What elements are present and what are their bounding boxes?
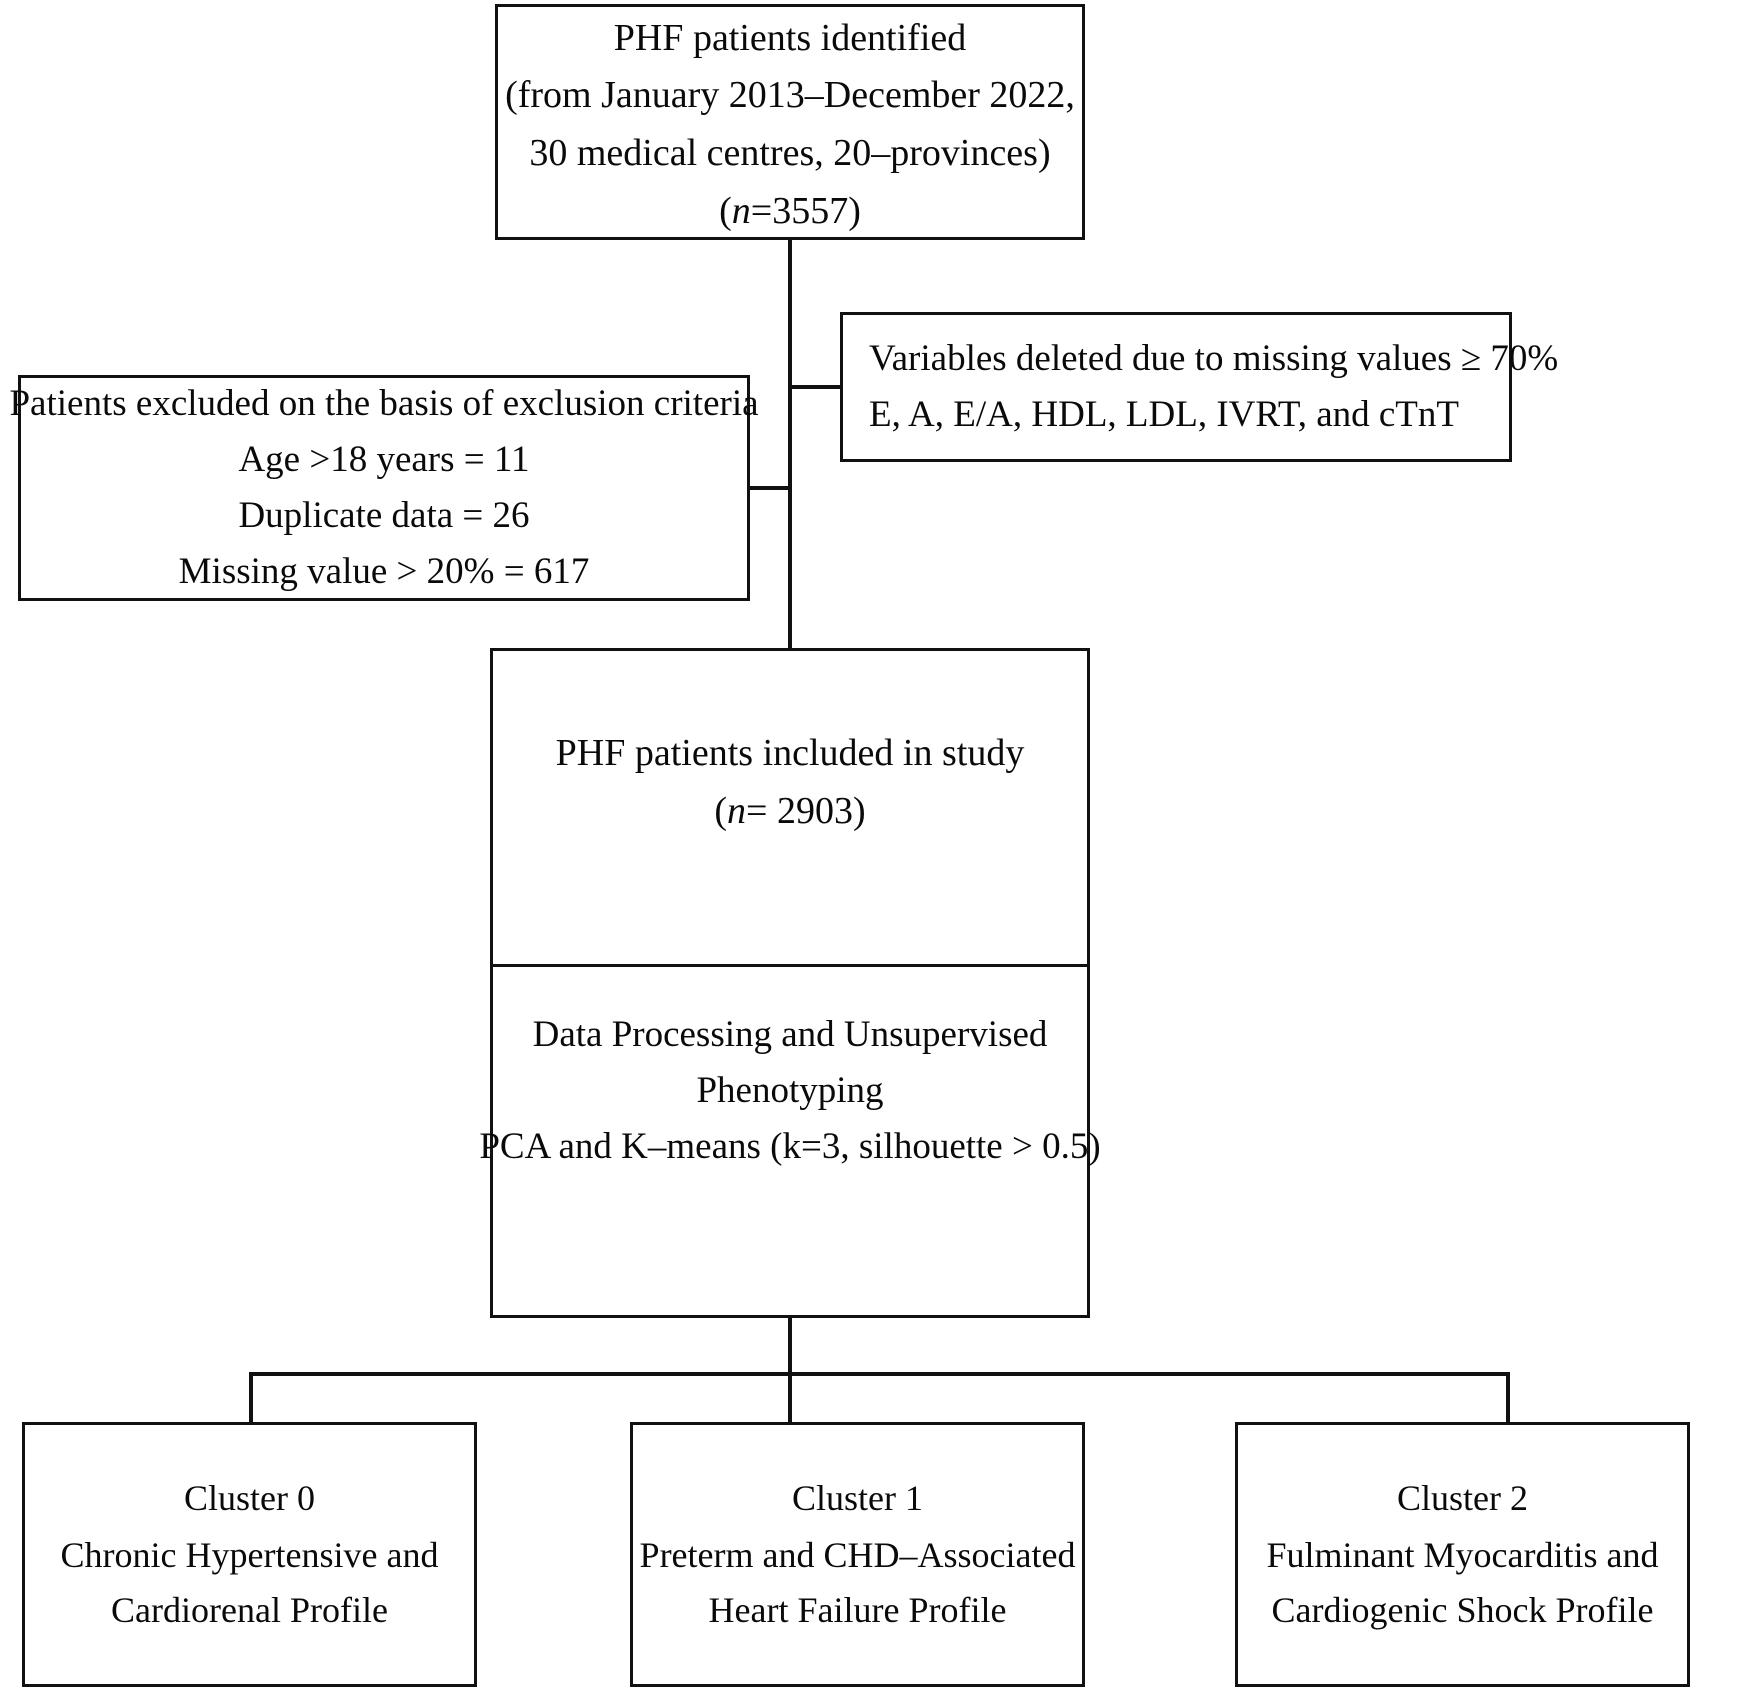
phf-patients-identified-box: PHF patients identified (from January 20… bbox=[495, 4, 1085, 240]
variables-deleted-line-2: E, A, E/A, HDL, LDL, IVRT, and cTnT bbox=[869, 394, 1459, 435]
variables-deleted-line-1: Variables deleted due to missing values … bbox=[869, 337, 1559, 379]
cluster-1-description-line-1: Preterm and CHD–Associated bbox=[639, 1535, 1076, 1576]
identified-line-2: (from January 2013–December 2022, bbox=[505, 74, 1075, 117]
identified-line-1: PHF patients identified bbox=[613, 16, 967, 59]
cluster-2-title: Cluster 2 bbox=[1397, 1478, 1528, 1519]
identified-count: (n=3557) bbox=[719, 189, 861, 232]
included-line-1: PHF patients included in study bbox=[555, 732, 1025, 774]
connector-fan-to-cluster-2 bbox=[1506, 1372, 1510, 1424]
connector-to-excluded bbox=[748, 486, 792, 490]
variables-deleted-box: Variables deleted due to missing values … bbox=[840, 312, 1558, 462]
excluded-criterion-age: Age >18 years = 11 bbox=[238, 438, 530, 480]
included-count: (n= 2903) bbox=[714, 789, 866, 832]
cluster-1-box: Cluster 1 Preterm and CHD–Associated Hea… bbox=[630, 1422, 1085, 1687]
cluster-0-box: Cluster 0 Chronic Hypertensive and Cardi… bbox=[22, 1422, 477, 1687]
cluster-0-title: Cluster 0 bbox=[184, 1478, 315, 1519]
connector-to-variables-deleted bbox=[788, 385, 842, 389]
cluster-1-title: Cluster 1 bbox=[792, 1478, 923, 1519]
cluster-1-description-line-2: Heart Failure Profile bbox=[708, 1589, 1007, 1630]
processing-line-2: Phenotyping bbox=[696, 1070, 884, 1112]
connector-fan-to-cluster-0 bbox=[249, 1372, 253, 1424]
excluded-criterion-duplicate: Duplicate data = 26 bbox=[238, 495, 530, 536]
patients-excluded-box: Patients excluded on the basis of exclus… bbox=[9, 375, 759, 601]
cluster-2-box: Cluster 2 Fulminant Myocarditis and Card… bbox=[1235, 1422, 1690, 1687]
identified-line-3: 30 medical centres, 20–provinces) bbox=[529, 132, 1051, 174]
cluster-0-description-line-2: Cardiorenal Profile bbox=[111, 1589, 388, 1630]
connector-cluster-fan-bar bbox=[249, 1372, 1510, 1376]
cluster-2-description-line-2: Cardiogenic Shock Profile bbox=[1271, 1589, 1654, 1630]
connector-processing-to-clusters bbox=[788, 1316, 792, 1424]
processing-line-3: PCA and K–means (k=3, silhouette > 0.5) bbox=[479, 1126, 1101, 1168]
excluded-criterion-missing: Missing value > 20% = 617 bbox=[178, 551, 590, 593]
cluster-0-description-line-1: Chronic Hypertensive and bbox=[60, 1535, 439, 1576]
cluster-2-description-line-1: Fulminant Myocarditis and bbox=[1266, 1535, 1659, 1576]
data-processing-box: Data Processing and Unsupervised Phenoty… bbox=[479, 964, 1101, 1318]
excluded-heading: Patients excluded on the basis of exclus… bbox=[9, 382, 759, 424]
connector-identified-to-included bbox=[788, 240, 792, 650]
phf-patients-included-box: PHF patients included in study (n= 2903) bbox=[490, 648, 1090, 968]
processing-line-1: Data Processing and Unsupervised bbox=[532, 1014, 1048, 1055]
